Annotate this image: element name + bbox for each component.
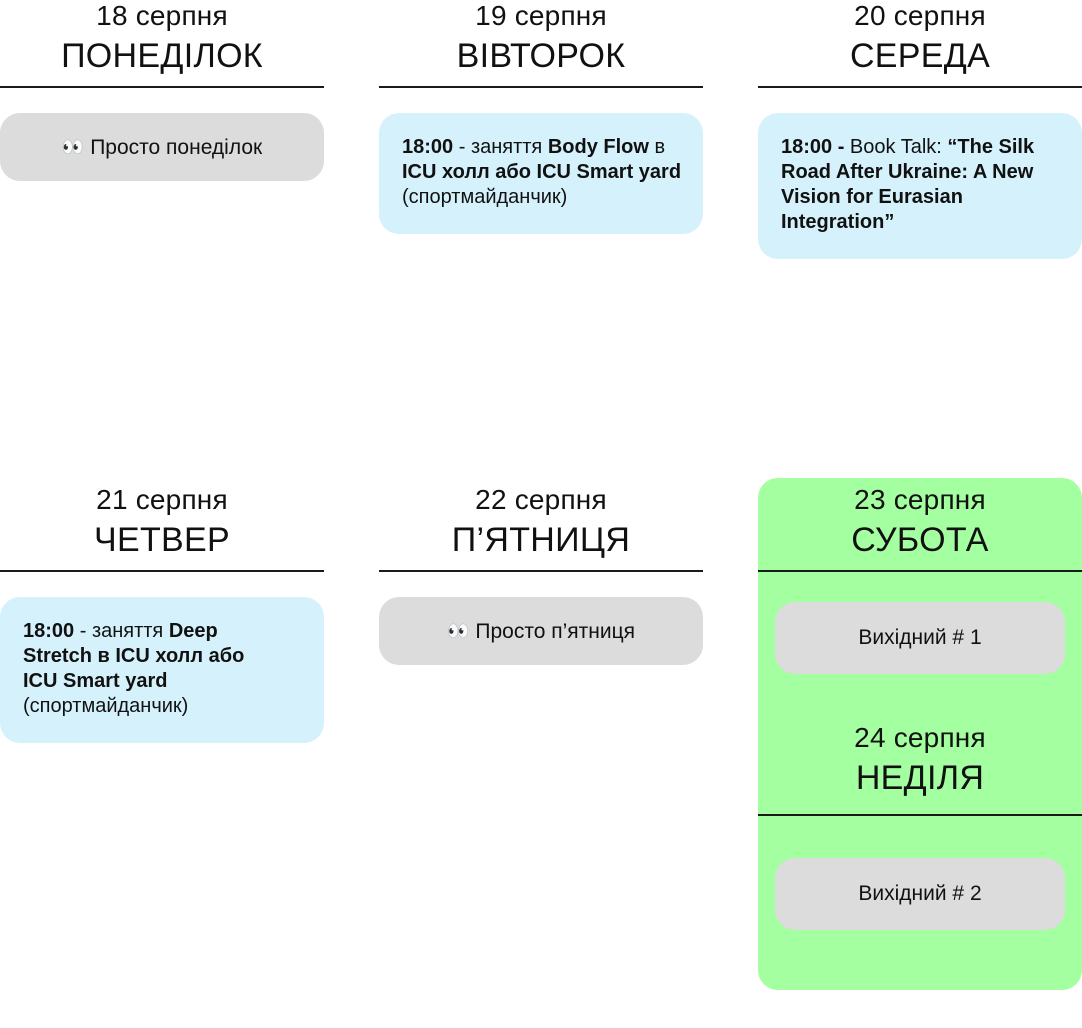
event-location-note: (спортмайданчик) [23,695,189,717]
eyes-icon: 👀 [446,620,470,641]
day-name: СЕРЕДА [849,37,991,75]
event-card[interactable]: 18:00 - заняття Body Flow в ICU холл або… [379,113,703,234]
event-prefix: заняття [470,136,548,158]
day-friday: 22 серпня П’ЯТНИЦЯ 👀 Просто п’ятниця [379,480,703,665]
day-monday: 18 серпня ПОНЕДІЛОК 👀 Просто понеділок [0,0,324,181]
day-header: 19 серпня ВІВТОРОК [379,0,703,88]
day-tuesday: 19 серпня ВІВТОРОК 18:00 - заняття Body … [379,0,703,234]
day-name: ПОНЕДІЛОК [61,37,263,75]
day-header: 18 серпня ПОНЕДІЛОК [0,0,324,88]
day-off-card: Вихідний # 1 [775,602,1065,674]
day-note-text: Просто понеділок [90,135,263,159]
day-header: 20 серпня СЕРЕДА [758,0,1082,88]
event-card[interactable]: 18:00 - заняття Deep Stretch в ICU холл … [0,597,324,743]
event-title: Body Flow [547,136,649,158]
day-date: 19 серпня [475,0,607,31]
day-header: 24 серпня НЕДІЛЯ [758,716,1082,816]
day-thursday: 21 серпня ЧЕТВЕР 18:00 - заняття Deep St… [0,480,324,743]
event-title: Deep Stretch в ICU холл або ICU Smart ya… [23,620,245,692]
day-header: 23 серпня СУБОТА [758,478,1082,572]
event-time: 18:00 [402,136,454,158]
day-header: 21 серпня ЧЕТВЕР [0,480,324,572]
eyes-icon: 👀 [61,136,85,157]
event-location-note: (спортмайданчик) [402,186,568,208]
weekend-block: 23 серпня СУБОТА Вихідний # 1 24 серпня … [758,478,1082,990]
day-note-card: 👀 Просто понеділок [0,113,324,181]
day-name: ВІВТОРОК [456,37,626,75]
event-time: 18:00 [23,620,75,642]
day-date: 20 серпня [854,0,986,31]
day-note-card: 👀 Просто п’ятниця [379,597,703,665]
event-prefix: Book Talk: [844,136,948,158]
day-note-text: Просто п’ятниця [475,619,636,643]
day-off-card: Вихідний # 2 [775,858,1065,930]
day-name: П’ЯТНИЦЯ [451,521,631,559]
day-saturday: 23 серпня СУБОТА [758,478,1082,572]
day-date: 23 серпня [854,484,986,515]
day-header: 22 серпня П’ЯТНИЦЯ [379,480,703,572]
day-wednesday: 20 серпня СЕРЕДА 18:00 - Book Talk: “The… [758,0,1082,259]
day-name: СУБОТА [851,521,989,559]
day-name: НЕДІЛЯ [855,759,985,797]
event-separator: - [74,620,92,642]
day-sunday: 24 серпня НЕДІЛЯ [758,716,1082,816]
day-date: 22 серпня [475,484,607,515]
event-card[interactable]: 18:00 - Book Talk: “The Silk Road After … [758,113,1082,259]
event-prefix: заняття [91,620,169,642]
day-date: 18 серпня [96,0,228,31]
day-date: 21 серпня [96,484,228,515]
event-connector: в [648,136,666,158]
event-location: ICU холл або ICU Smart yard [402,161,682,183]
event-title: “The Silk Road After Ukraine: A New Visi… [781,136,1035,233]
event-separator: - [453,136,471,158]
day-name: ЧЕТВЕР [94,521,230,559]
day-date: 24 серпня [854,722,986,753]
event-time: 18:00 - [781,136,845,158]
